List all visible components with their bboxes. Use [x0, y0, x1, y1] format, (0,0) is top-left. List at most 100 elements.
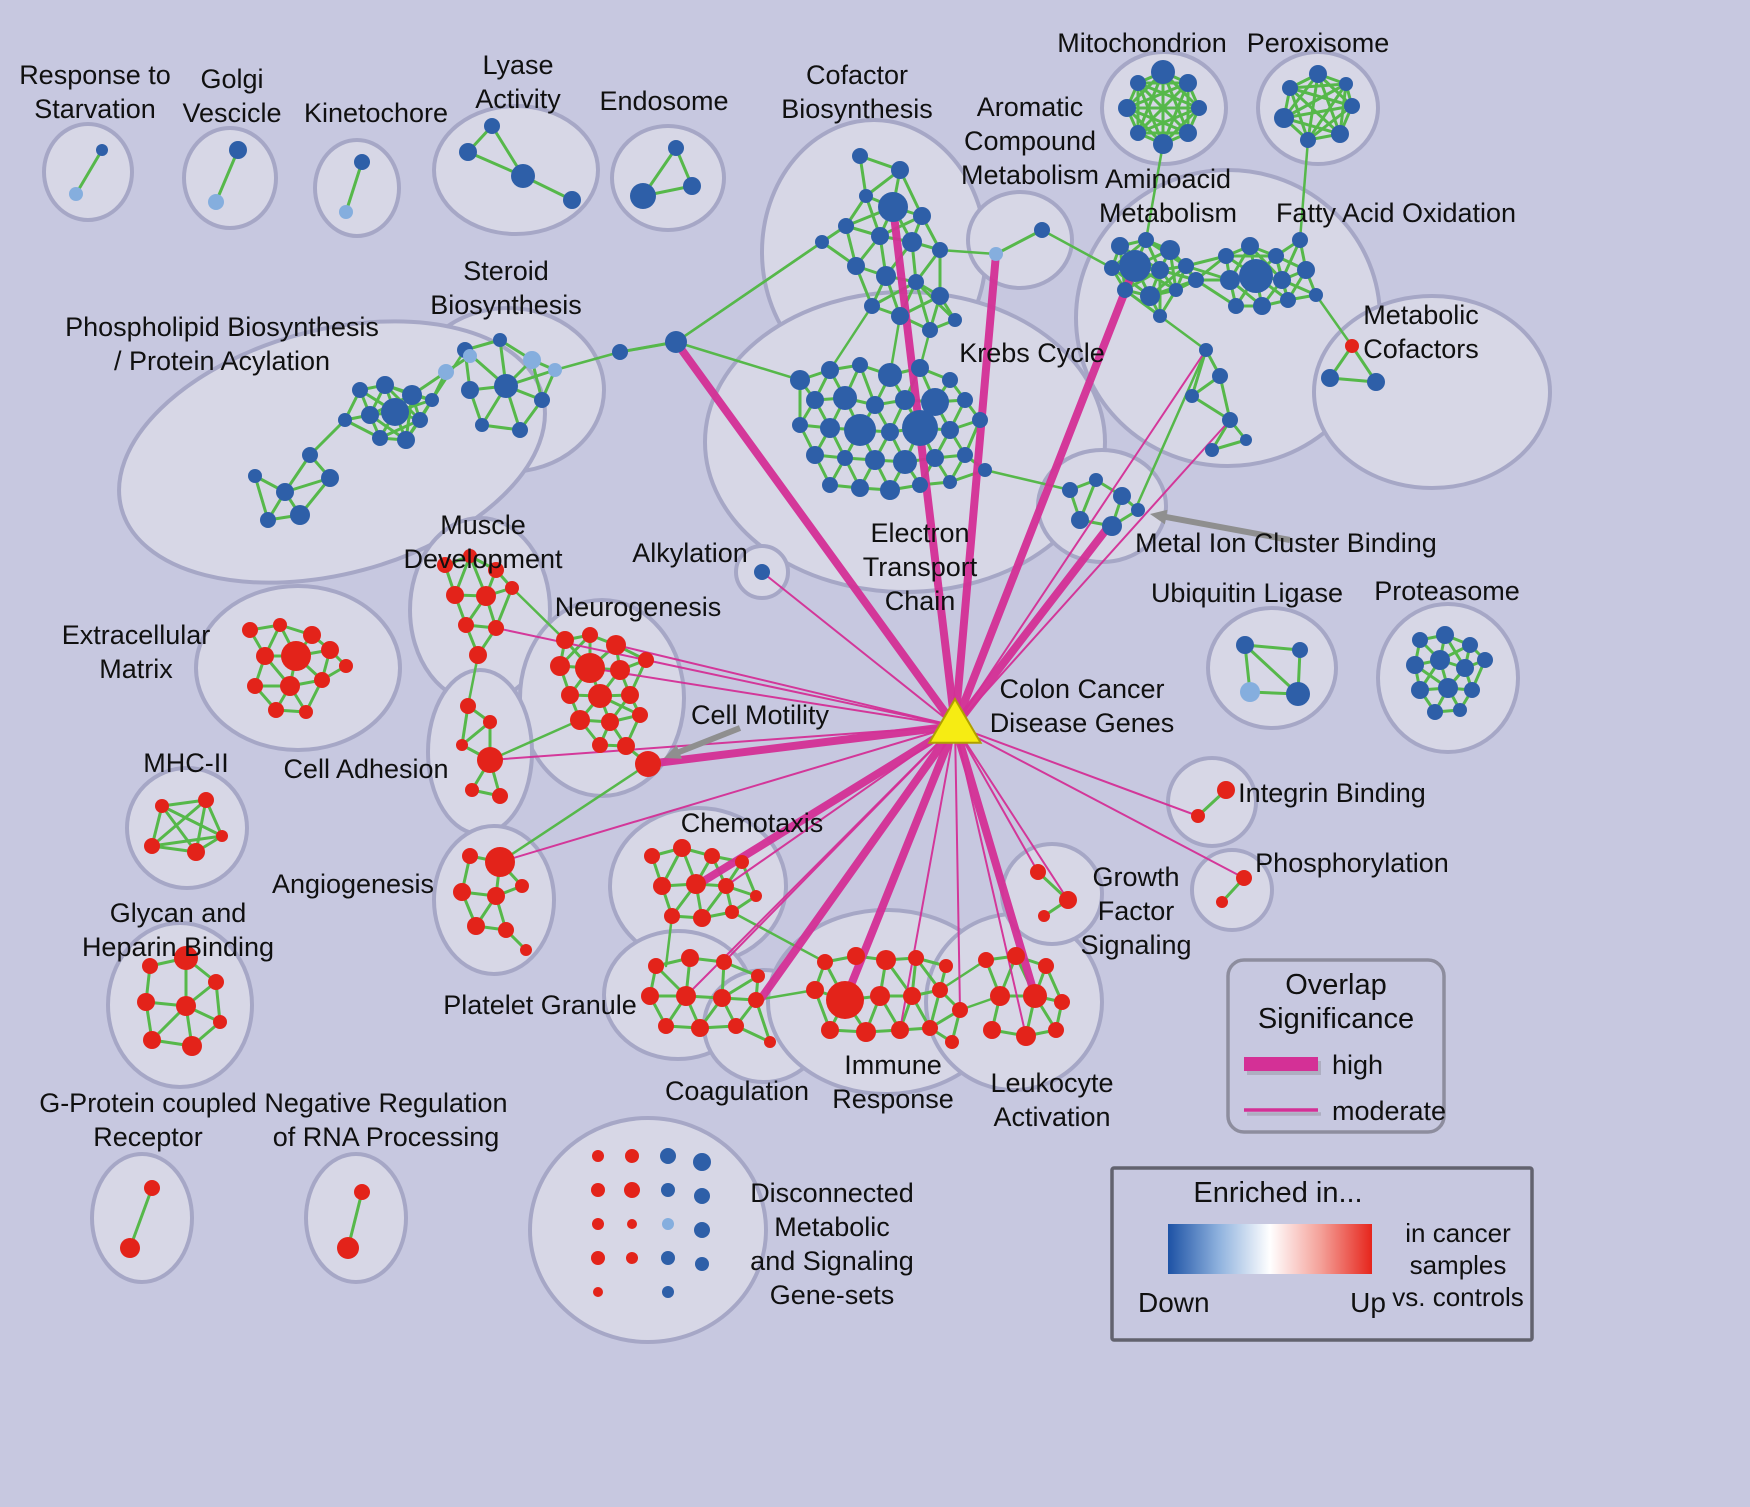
- gene-set-node-peroxisome: [1282, 80, 1298, 96]
- gene-set-node-aminoacid-fatty-acid: [1199, 343, 1213, 357]
- cluster-ellipse-mhc-ii: [125, 766, 249, 890]
- gene-set-node-neurogenesis: [610, 660, 630, 680]
- gene-set-node-muscle-development: [437, 557, 453, 573]
- cluster-label-aminoacid-fatty-acid: Fatty Acid Oxidation: [1276, 198, 1516, 228]
- gene-set-node-phospholipid-biosynthesis: [338, 413, 352, 427]
- gene-set-node-phospholipid-biosynthesis: [402, 385, 422, 405]
- gene-set-node-g-protein-coupled-receptor: [120, 1238, 140, 1258]
- gene-set-node-leukocyte-activation: [1016, 1026, 1036, 1046]
- gene-set-node-aminoacid-fatty-acid: [1178, 258, 1194, 274]
- gene-set-node-aminoacid-fatty-acid: [1239, 259, 1273, 293]
- cluster-label-mhc-ii-line: MHC-II: [143, 748, 228, 778]
- gene-set-node-platelet-granule-coagulation: [648, 958, 664, 974]
- gene-set-edge: [1288, 86, 1342, 136]
- gene-set-edge: [1136, 81, 1190, 135]
- cluster-label-muscle-development-line: Development: [403, 544, 563, 574]
- gene-set-node-steroid-biosynthesis: [548, 363, 562, 377]
- gene-set-node-aminoacid-fatty-acid: [1220, 270, 1240, 290]
- overlap-link-moderate: [589, 667, 956, 727]
- gene-set-node-cofactor-biosynthesis: [948, 313, 962, 327]
- gene-set-node-cell-adhesion: [477, 747, 503, 773]
- gene-set-node-immune-response: [806, 981, 824, 999]
- gene-set-node-mhc-ii: [216, 830, 228, 842]
- gene-set-node-immune-response: [856, 1022, 876, 1042]
- gene-set-node-mhc-ii: [187, 843, 205, 861]
- gene-set-node-chemotaxis: [644, 848, 660, 864]
- gene-set-node-electron-transport-chain: [942, 372, 958, 388]
- gene-set-node-response-to-starvation: [96, 144, 108, 156]
- gene-set-node-negative-regulation-rna-processing: [337, 1237, 359, 1259]
- cluster-label-ubiquitin-ligase-line: Ubiquitin Ligase: [1151, 578, 1343, 608]
- gene-set-node-cofactor-biosynthesis: [922, 322, 938, 338]
- cluster-label-electron-transport-chain: Krebs Cycle: [959, 338, 1105, 368]
- gene-set-node-phospholipid-biosynthesis: [290, 505, 310, 525]
- gene-set-node-phospholipid-biosynthesis: [361, 406, 379, 424]
- gene-set-node-metabolic-cofactors: [1367, 373, 1385, 391]
- cluster-label-phospholipid-biosynthesis-line: Phospholipid Biosynthesis: [65, 312, 379, 342]
- cluster-label-leukocyte-activation-line: Activation: [993, 1102, 1110, 1132]
- gene-set-edge: [128, 1186, 154, 1250]
- gene-set-node-electron-transport-chain: [844, 414, 876, 446]
- gene-set-node-cofactor-biosynthesis: [931, 287, 949, 305]
- gene-set-node-cofactor-biosynthesis: [908, 274, 924, 290]
- gene-set-edge: [1282, 82, 1348, 120]
- gene-set-node-metabolic-cofactors: [1321, 369, 1339, 387]
- cluster-label-extracellular-matrix-line: Matrix: [99, 654, 173, 684]
- cluster-label-disconnected-gene-sets-line: Disconnected: [750, 1178, 914, 1208]
- gene-set-node-electron-transport-chain: [941, 421, 959, 439]
- gene-set-edge: [344, 160, 364, 214]
- gene-set-node-steroid-biosynthesis: [512, 422, 528, 438]
- gene-set-node-platelet-granule-coagulation: [641, 987, 659, 1005]
- cluster-label-glycan-heparin-binding-line: Glycan and: [110, 898, 247, 928]
- gene-set-node-proteasome: [1411, 681, 1429, 699]
- gene-set-node-electron-transport-chain: [893, 450, 917, 474]
- gene-set-node-glycan-heparin-binding: [208, 974, 224, 990]
- gene-set-node-phospholipid-biosynthesis: [425, 393, 439, 407]
- cluster-label-disconnected-gene-sets-line: Gene-sets: [770, 1280, 895, 1310]
- gene-set-node-chemotaxis: [686, 874, 706, 894]
- overlap-link-high: [756, 722, 959, 1004]
- gene-set-node-phospholipid-biosynthesis: [397, 431, 415, 449]
- gene-set-node-phospholipid-biosynthesis: [372, 430, 388, 446]
- gene-set-node-proteasome: [1412, 632, 1428, 648]
- gene-set-node-muscle-development: [458, 617, 474, 633]
- gene-set-node-cofactor-biosynthesis: [871, 227, 889, 245]
- cluster-label-disconnected-gene-sets-line: and Signaling: [750, 1246, 914, 1276]
- gene-set-node-disconnected-gene-sets: [624, 1182, 640, 1198]
- gene-set-node-neurogenesis: [601, 713, 619, 731]
- gene-set-node-electron-transport-chain: [806, 446, 824, 464]
- legend-significance-title-line: Overlap: [1285, 969, 1387, 1001]
- gene-set-node-peroxisome: [1309, 65, 1327, 83]
- gene-set-node-leukocyte-activation: [1007, 947, 1025, 965]
- cluster-label-g-protein-coupled-receptor-line: Receptor: [93, 1122, 203, 1152]
- gene-set-node-neurogenesis: [588, 684, 612, 708]
- gene-set-node-endosome: [683, 177, 701, 195]
- gene-set-node-disconnected-gene-sets: [662, 1218, 674, 1230]
- gene-set-node-electron-transport-chain: [851, 479, 869, 497]
- cluster-label-lyase-activity-line: Activity: [475, 84, 561, 114]
- gene-set-node-immune-response: [826, 981, 864, 1019]
- gene-set-node-disconnected-gene-sets: [694, 1222, 710, 1238]
- gene-set-node-steroid-biosynthesis: [493, 333, 507, 347]
- cluster-label-neurogenesis: Neurogenesis: [555, 592, 722, 622]
- gene-set-node-angiogenesis: [520, 944, 532, 956]
- gene-set-node-neurogenesis: [617, 737, 635, 755]
- enrichment-side-text-line: in cancer: [1405, 1218, 1511, 1248]
- gene-set-node-leukocyte-activation: [978, 952, 994, 968]
- gene-set-node-steroid-biosynthesis: [523, 351, 541, 369]
- gene-set-node-aminoacid-fatty-acid: [1297, 261, 1315, 279]
- gene-set-node-steroid-biosynthesis: [494, 374, 518, 398]
- legend-enrichment-title: Enriched in...: [1193, 1177, 1362, 1209]
- cluster-label-response-to-starvation-line: Response to: [19, 60, 171, 90]
- gene-set-node-disconnected-gene-sets: [592, 1150, 604, 1162]
- gene-set-node-metal-ion-cluster-binding: [1102, 516, 1122, 536]
- gene-set-node-chemotaxis: [725, 905, 739, 919]
- gene-set-node-aminoacid-fatty-acid: [1169, 283, 1183, 297]
